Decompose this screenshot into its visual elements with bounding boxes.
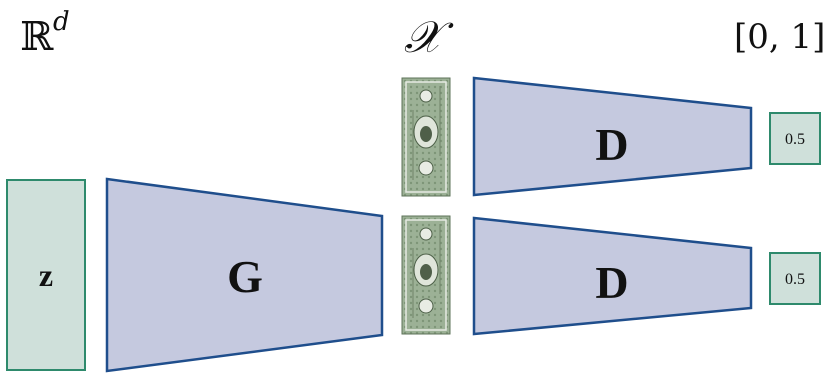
latent-vector-box bbox=[6, 179, 86, 371]
discriminator-bottom-network bbox=[472, 216, 753, 336]
data-space-label: 𝒳 bbox=[404, 12, 454, 63]
generator-network bbox=[105, 177, 384, 373]
bottom-score-box bbox=[769, 252, 821, 305]
latent-vector-label: z bbox=[39, 257, 53, 293]
discriminator-top-network bbox=[472, 76, 753, 197]
dollar-bill-icon bbox=[401, 215, 451, 335]
top-score-value: 0.5 bbox=[785, 131, 805, 148]
output-space-label: [0, 1] bbox=[734, 17, 825, 57]
generator-label: G bbox=[227, 251, 263, 302]
discriminator-bottom-label: D bbox=[595, 257, 628, 308]
latent-space-superscript: d bbox=[53, 7, 70, 37]
top-score-box bbox=[769, 112, 821, 165]
bottom-score-value: 0.5 bbox=[785, 271, 805, 288]
discriminator-top-label: D bbox=[595, 119, 628, 170]
dollar-bill-icon bbox=[401, 77, 451, 197]
latent-space-label: ℝ bbox=[20, 14, 54, 60]
